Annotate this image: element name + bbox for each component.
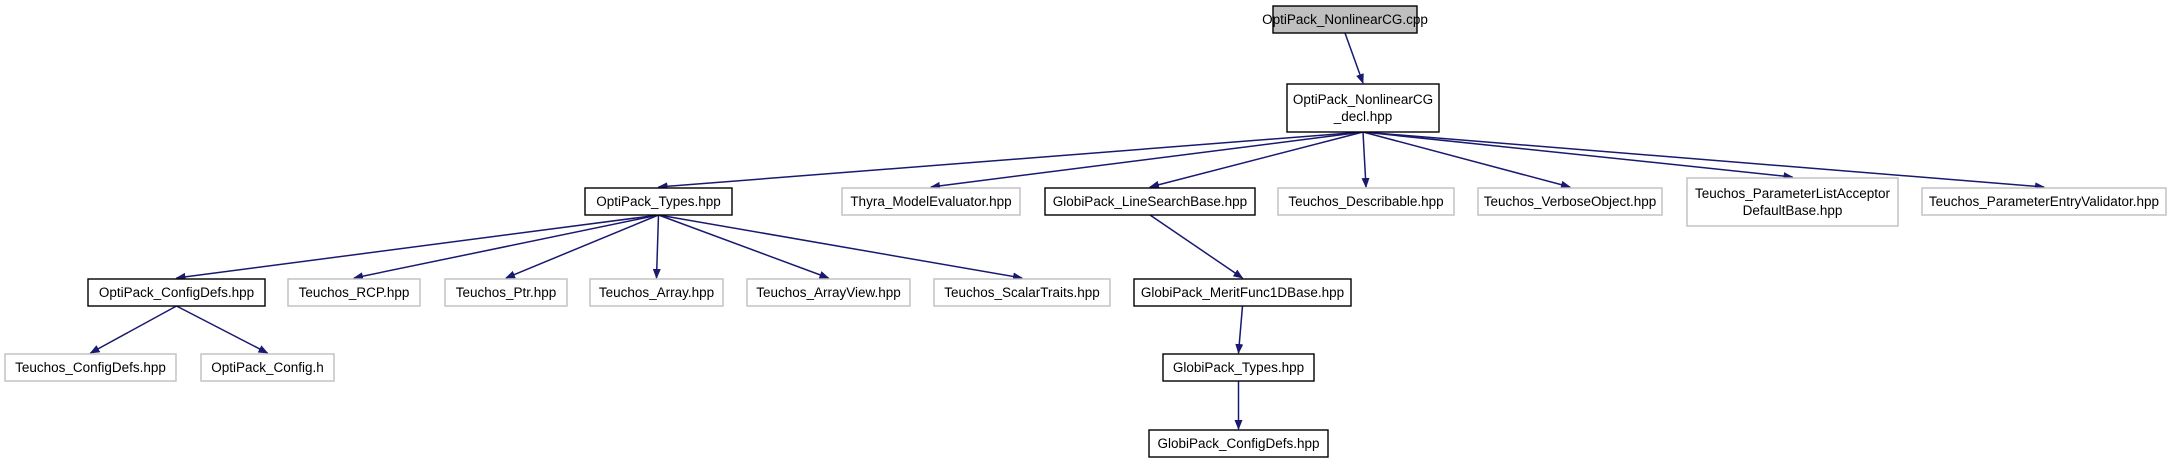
- node-box: [589, 278, 724, 307]
- edge-types-to-rcp: [353, 214, 659, 281]
- node-box: [1477, 187, 1663, 216]
- node-linesearch[interactable]: GlobiPack_LineSearchBase.hpp: [1044, 187, 1256, 216]
- node-label: Teuchos_Array.hpp: [599, 285, 714, 300]
- node-label: Teuchos_ParameterListAcceptor: [1695, 186, 1891, 201]
- node-box: [287, 278, 421, 307]
- node-decl[interactable]: OptiPack_NonlinearCG _decl.hpp: [1286, 83, 1440, 133]
- node-label: OptiPack_ConfigDefs.hpp: [99, 285, 254, 300]
- node-box: [1162, 353, 1315, 382]
- node-box: [200, 353, 335, 382]
- node-ptr[interactable]: Teuchos_Ptr.hpp: [444, 278, 568, 307]
- edge-decl-to-verbose: [1362, 131, 1571, 189]
- node-box: [933, 278, 1111, 307]
- node-box: [1286, 83, 1440, 133]
- node-box: [1272, 5, 1418, 34]
- node-box: [1133, 278, 1352, 307]
- node-label: OptiPack_NonlinearCG.cpp: [1262, 12, 1428, 27]
- edge-root-to-decl: [1344, 32, 1364, 84]
- node-label: OptiPack_Config.h: [211, 360, 324, 375]
- edge-decl-to-describable: [1361, 131, 1370, 188]
- node-scalartraits[interactable]: Teuchos_ScalarTraits.hpp: [933, 278, 1111, 307]
- edge-decl-to-types: [657, 131, 1364, 191]
- node-box: [1148, 429, 1329, 458]
- node-globitypes[interactable]: GlobiPack_Types.hpp: [1162, 353, 1315, 382]
- node-label: Teuchos_VerboseObject.hpp: [1484, 194, 1657, 209]
- node-box: [1277, 187, 1455, 216]
- edge-types-to-array: [652, 214, 661, 279]
- node-label: OptiPack_NonlinearCG: [1293, 92, 1433, 107]
- nodes-layer: OptiPack_NonlinearCG.cppOptiPack_Nonline…: [4, 5, 2167, 458]
- node-label: DefaultBase.hpp: [1743, 203, 1843, 218]
- node-label: GlobiPack_MeritFunc1DBase.hpp: [1141, 285, 1344, 300]
- node-teuchosconfig[interactable]: Teuchos_ConfigDefs.hpp: [4, 353, 177, 382]
- node-label: Teuchos_ConfigDefs.hpp: [15, 360, 166, 375]
- node-verbose[interactable]: Teuchos_VerboseObject.hpp: [1477, 187, 1663, 216]
- node-label: Teuchos_RCP.hpp: [299, 285, 410, 300]
- node-rcp[interactable]: Teuchos_RCP.hpp: [287, 278, 421, 307]
- node-label: GlobiPack_LineSearchBase.hpp: [1053, 194, 1247, 209]
- node-label: Teuchos_Ptr.hpp: [456, 285, 557, 300]
- edge-decl-to-pev: [1362, 131, 2045, 191]
- node-describable[interactable]: Teuchos_Describable.hpp: [1277, 187, 1455, 216]
- node-pev[interactable]: Teuchos_ParameterEntryValidator.hpp: [1921, 187, 2167, 216]
- node-configdefs[interactable]: OptiPack_ConfigDefs.hpp: [87, 278, 266, 307]
- node-box: [444, 278, 568, 307]
- node-plad[interactable]: Teuchos_ParameterListAcceptorDefaultBase…: [1686, 177, 1899, 227]
- node-label: Teuchos_ParameterEntryValidator.hpp: [1929, 194, 2159, 209]
- node-label: GlobiPack_Types.hpp: [1173, 360, 1304, 375]
- node-box: [1044, 187, 1256, 216]
- node-array[interactable]: Teuchos_Array.hpp: [589, 278, 724, 307]
- node-root[interactable]: OptiPack_NonlinearCG.cpp: [1262, 5, 1428, 34]
- node-label: OptiPack_Types.hpp: [596, 194, 721, 209]
- edge-decl-to-plad: [1362, 131, 1794, 181]
- node-opticonfigh[interactable]: OptiPack_Config.h: [200, 353, 335, 382]
- edges-layer: [89, 32, 2045, 430]
- edge-types-to-configdefs: [175, 214, 659, 281]
- edge-meritfunc-to-globitypes: [1235, 305, 1244, 354]
- edge-types-to-ptr: [505, 214, 659, 279]
- node-box: [841, 187, 1021, 216]
- edge-types-to-arrayview: [658, 214, 830, 279]
- node-label: _decl.hpp: [1333, 109, 1393, 124]
- node-box: [584, 187, 733, 216]
- node-types[interactable]: OptiPack_Types.hpp: [584, 187, 733, 216]
- node-box: [746, 278, 911, 307]
- node-box: [87, 278, 266, 307]
- edge-decl-to-thyra: [930, 131, 1364, 190]
- edge-linesearch-to-meritfunc: [1149, 214, 1244, 279]
- node-label: GlobiPack_ConfigDefs.hpp: [1157, 436, 1319, 451]
- node-box: [1921, 187, 2167, 216]
- node-globiconfig[interactable]: GlobiPack_ConfigDefs.hpp: [1148, 429, 1329, 458]
- edge-configdefs-to-teuchosconfig: [89, 305, 177, 354]
- node-meritfunc[interactable]: GlobiPack_MeritFunc1DBase.hpp: [1133, 278, 1352, 307]
- node-label: Teuchos_ScalarTraits.hpp: [944, 285, 1100, 300]
- edge-decl-to-linesearch: [1149, 131, 1364, 189]
- node-arrayview[interactable]: Teuchos_ArrayView.hpp: [746, 278, 911, 307]
- node-label: Teuchos_ArrayView.hpp: [756, 285, 901, 300]
- node-thyra[interactable]: Thyra_ModelEvaluator.hpp: [841, 187, 1021, 216]
- node-box: [1686, 177, 1899, 227]
- edge-types-to-scalartraits: [658, 214, 1023, 281]
- node-box: [4, 353, 177, 382]
- edge-configdefs-to-opticonfigh: [176, 305, 269, 354]
- node-label: Teuchos_Describable.hpp: [1288, 194, 1443, 209]
- node-label: Thyra_ModelEvaluator.hpp: [850, 194, 1011, 209]
